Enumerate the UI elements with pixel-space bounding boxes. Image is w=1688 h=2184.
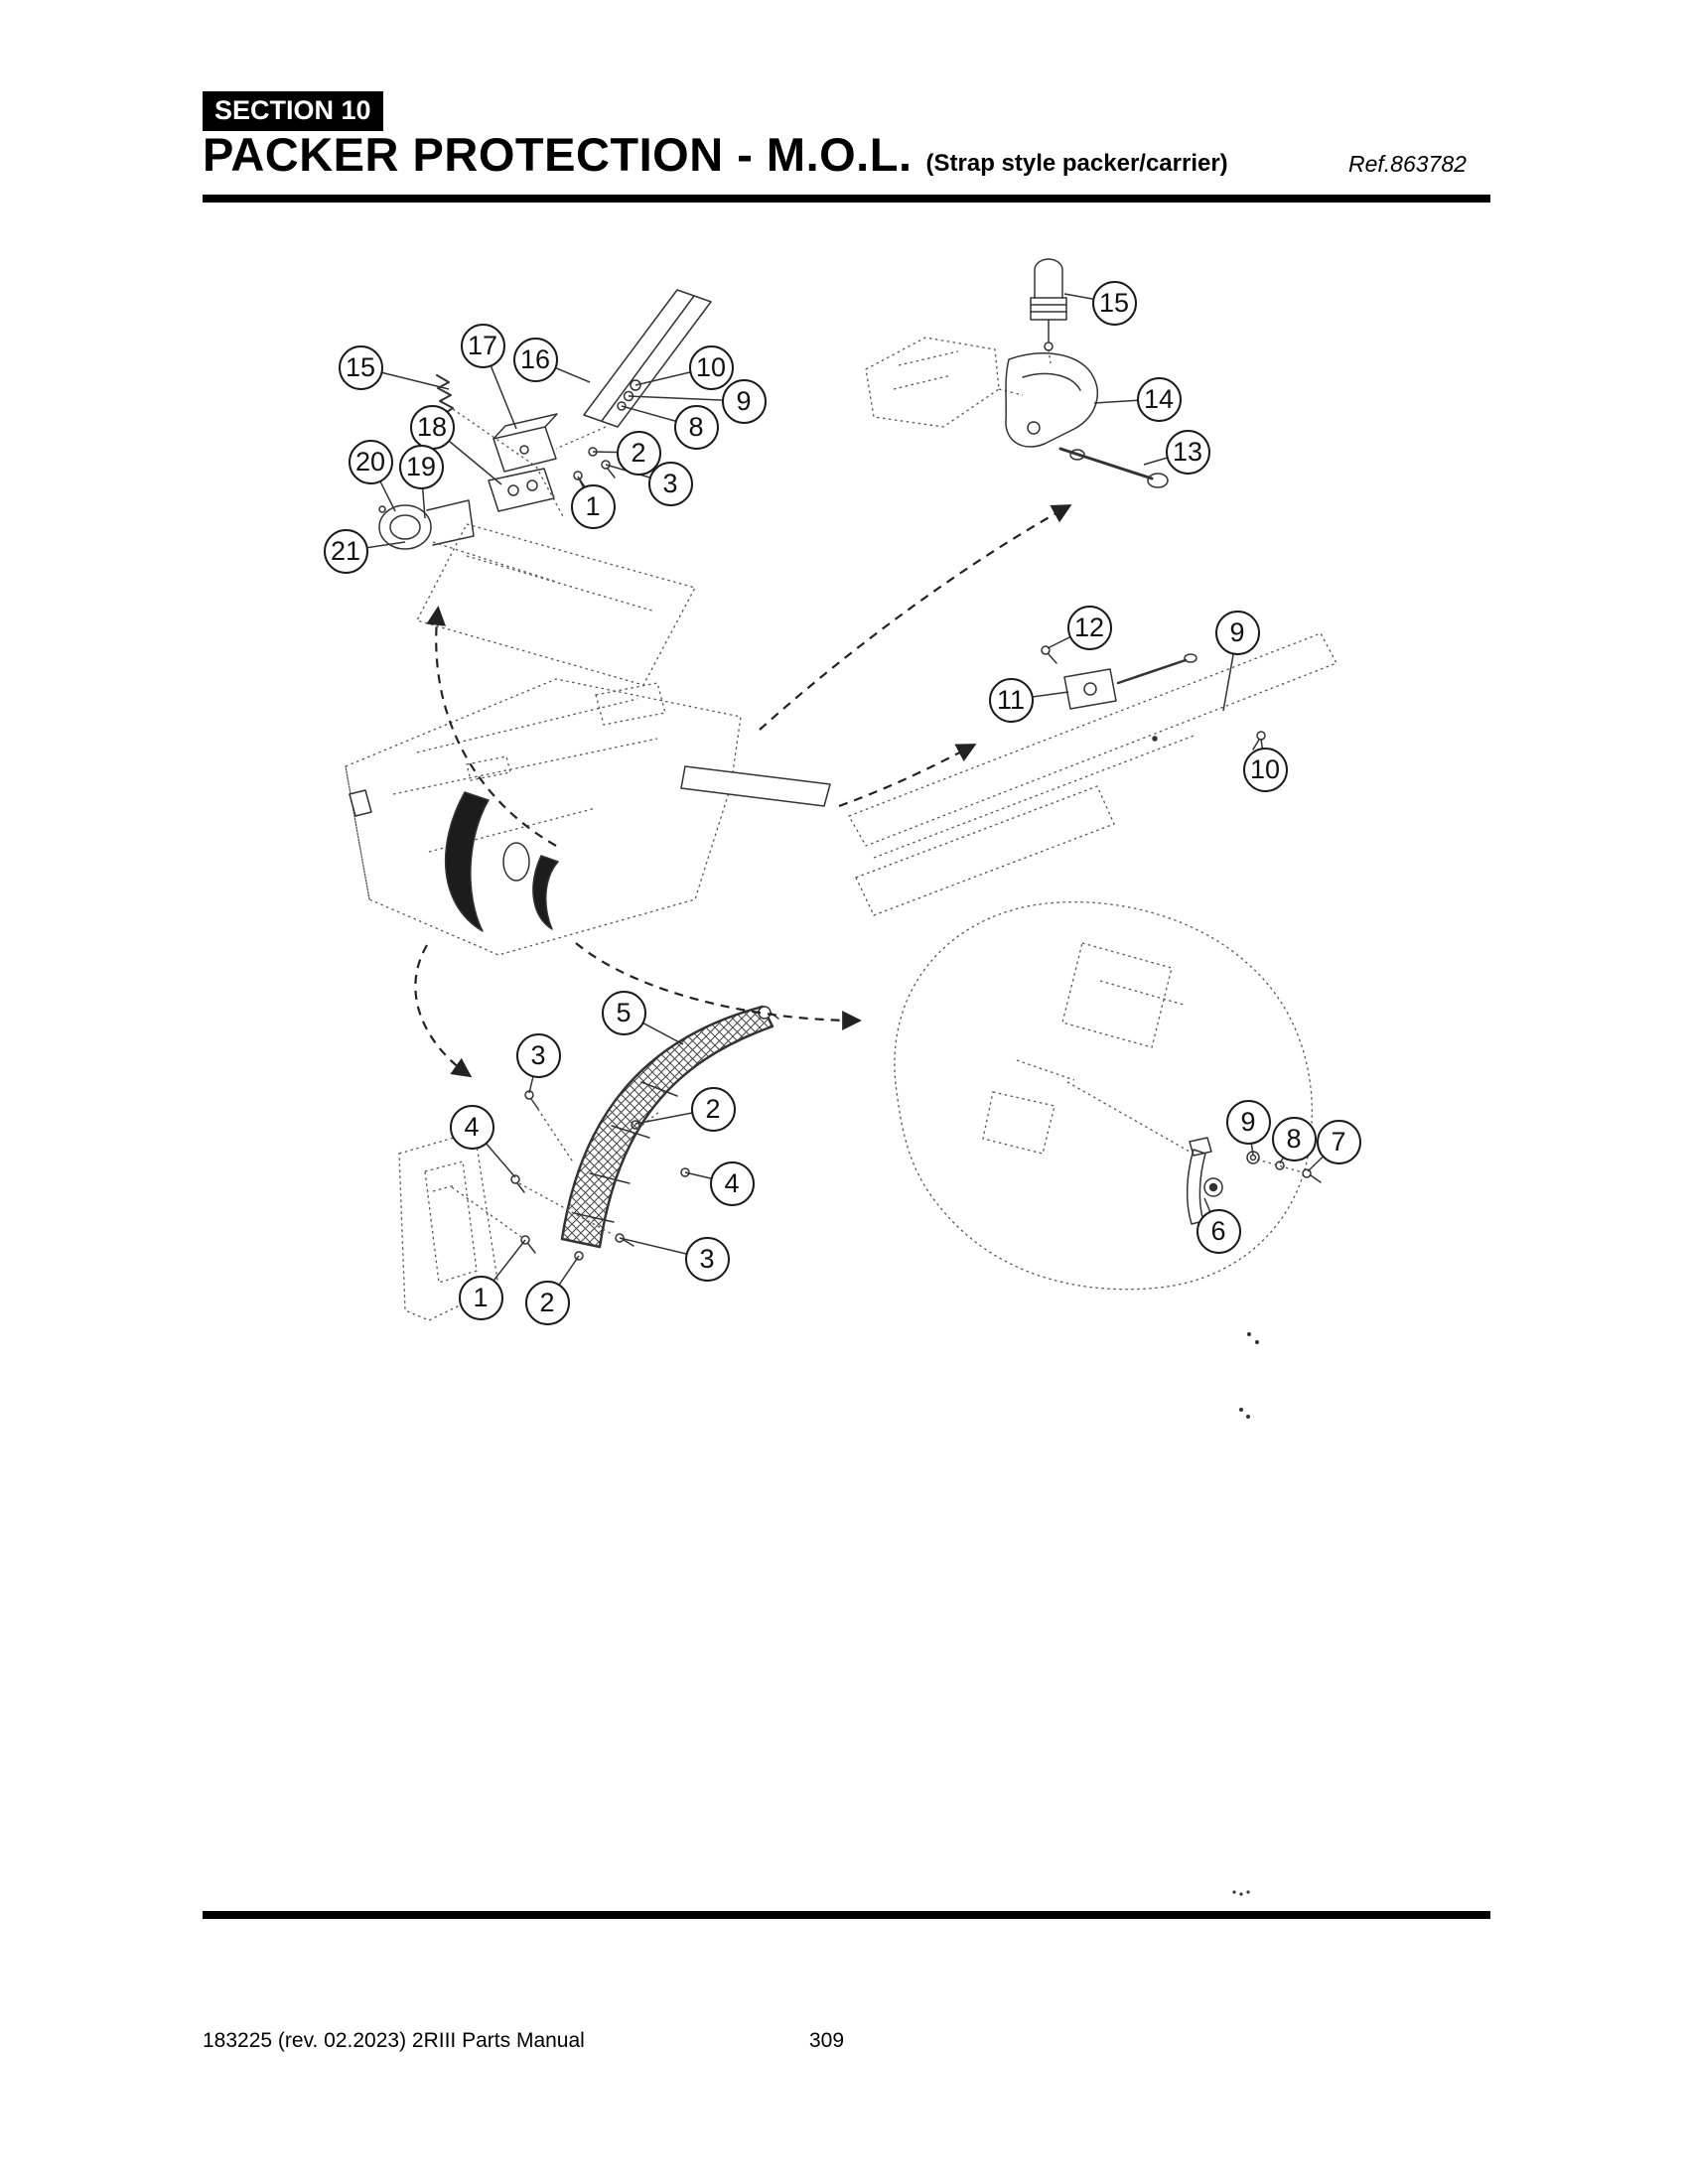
callout-8: 8 [1271, 1116, 1317, 1161]
callout-5: 5 [601, 990, 646, 1035]
callout-9: 9 [721, 378, 767, 424]
page-title: PACKER PROTECTION - M.O.L. [203, 128, 913, 181]
callout-9: 9 [1214, 610, 1260, 655]
callout-15: 15 [338, 344, 383, 390]
stray-dots [1232, 1332, 1259, 1896]
section-badge: SECTION 10 [203, 91, 383, 131]
rail-hidden-outline [848, 632, 1337, 916]
accumulator-bracket-art [1005, 258, 1169, 488]
callout-13: 13 [1165, 429, 1210, 475]
callout-3: 3 [515, 1032, 561, 1078]
mesh-guard-art [560, 1005, 779, 1249]
sensor-block-art [1041, 645, 1266, 751]
callout-3: 3 [647, 461, 693, 506]
callout-7: 7 [1316, 1119, 1361, 1164]
page-title-row: PACKER PROTECTION - M.O.L. (Strap style … [203, 127, 1228, 182]
callout-12: 12 [1066, 605, 1112, 650]
callout-3: 3 [684, 1236, 730, 1282]
packer-wheel-art [349, 765, 831, 932]
footer-doc-info: 183225 (rev. 02.2023) 2RIII Parts Manual [203, 2029, 585, 2052]
ref-number: Ref.863782 [1348, 151, 1467, 177]
callout-14: 14 [1136, 376, 1182, 422]
callout-2: 2 [690, 1086, 736, 1132]
footer-rule [203, 1911, 1490, 1919]
callout-21: 21 [323, 528, 368, 574]
callout-10: 10 [688, 344, 734, 390]
callout-1: 1 [570, 483, 616, 529]
callout-8: 8 [673, 404, 719, 450]
frame-hidden-outline-topright [865, 337, 1052, 428]
callout-16: 16 [512, 337, 558, 382]
callout-1: 1 [458, 1275, 503, 1320]
callout-9: 9 [1225, 1099, 1271, 1145]
callout-4: 4 [709, 1160, 755, 1206]
callout-6: 6 [1196, 1208, 1241, 1254]
machine-overview-art [345, 678, 742, 956]
shank-hidden-outline [894, 900, 1314, 1291]
guard-fasteners-art [510, 1090, 690, 1261]
callout-19: 19 [398, 444, 444, 489]
callout-18: 18 [409, 404, 455, 450]
callout-10: 10 [1242, 747, 1288, 792]
callout-4: 4 [449, 1104, 494, 1150]
mount-assembly-hidden-lines [416, 408, 696, 686]
page-subtitle: (Strap style packer/carrier) [925, 150, 1228, 177]
callout-2: 2 [616, 430, 661, 476]
header-rule [203, 195, 1490, 203]
callout-17: 17 [460, 323, 505, 368]
footer-page-number: 309 [809, 2029, 845, 2052]
callout-15: 15 [1091, 280, 1137, 326]
callout-20: 20 [348, 439, 393, 484]
guard-hidden-lines [398, 1098, 660, 1321]
callout-2: 2 [524, 1280, 570, 1325]
detail-view-arrows [414, 504, 1072, 1078]
callout-11: 11 [988, 677, 1034, 723]
